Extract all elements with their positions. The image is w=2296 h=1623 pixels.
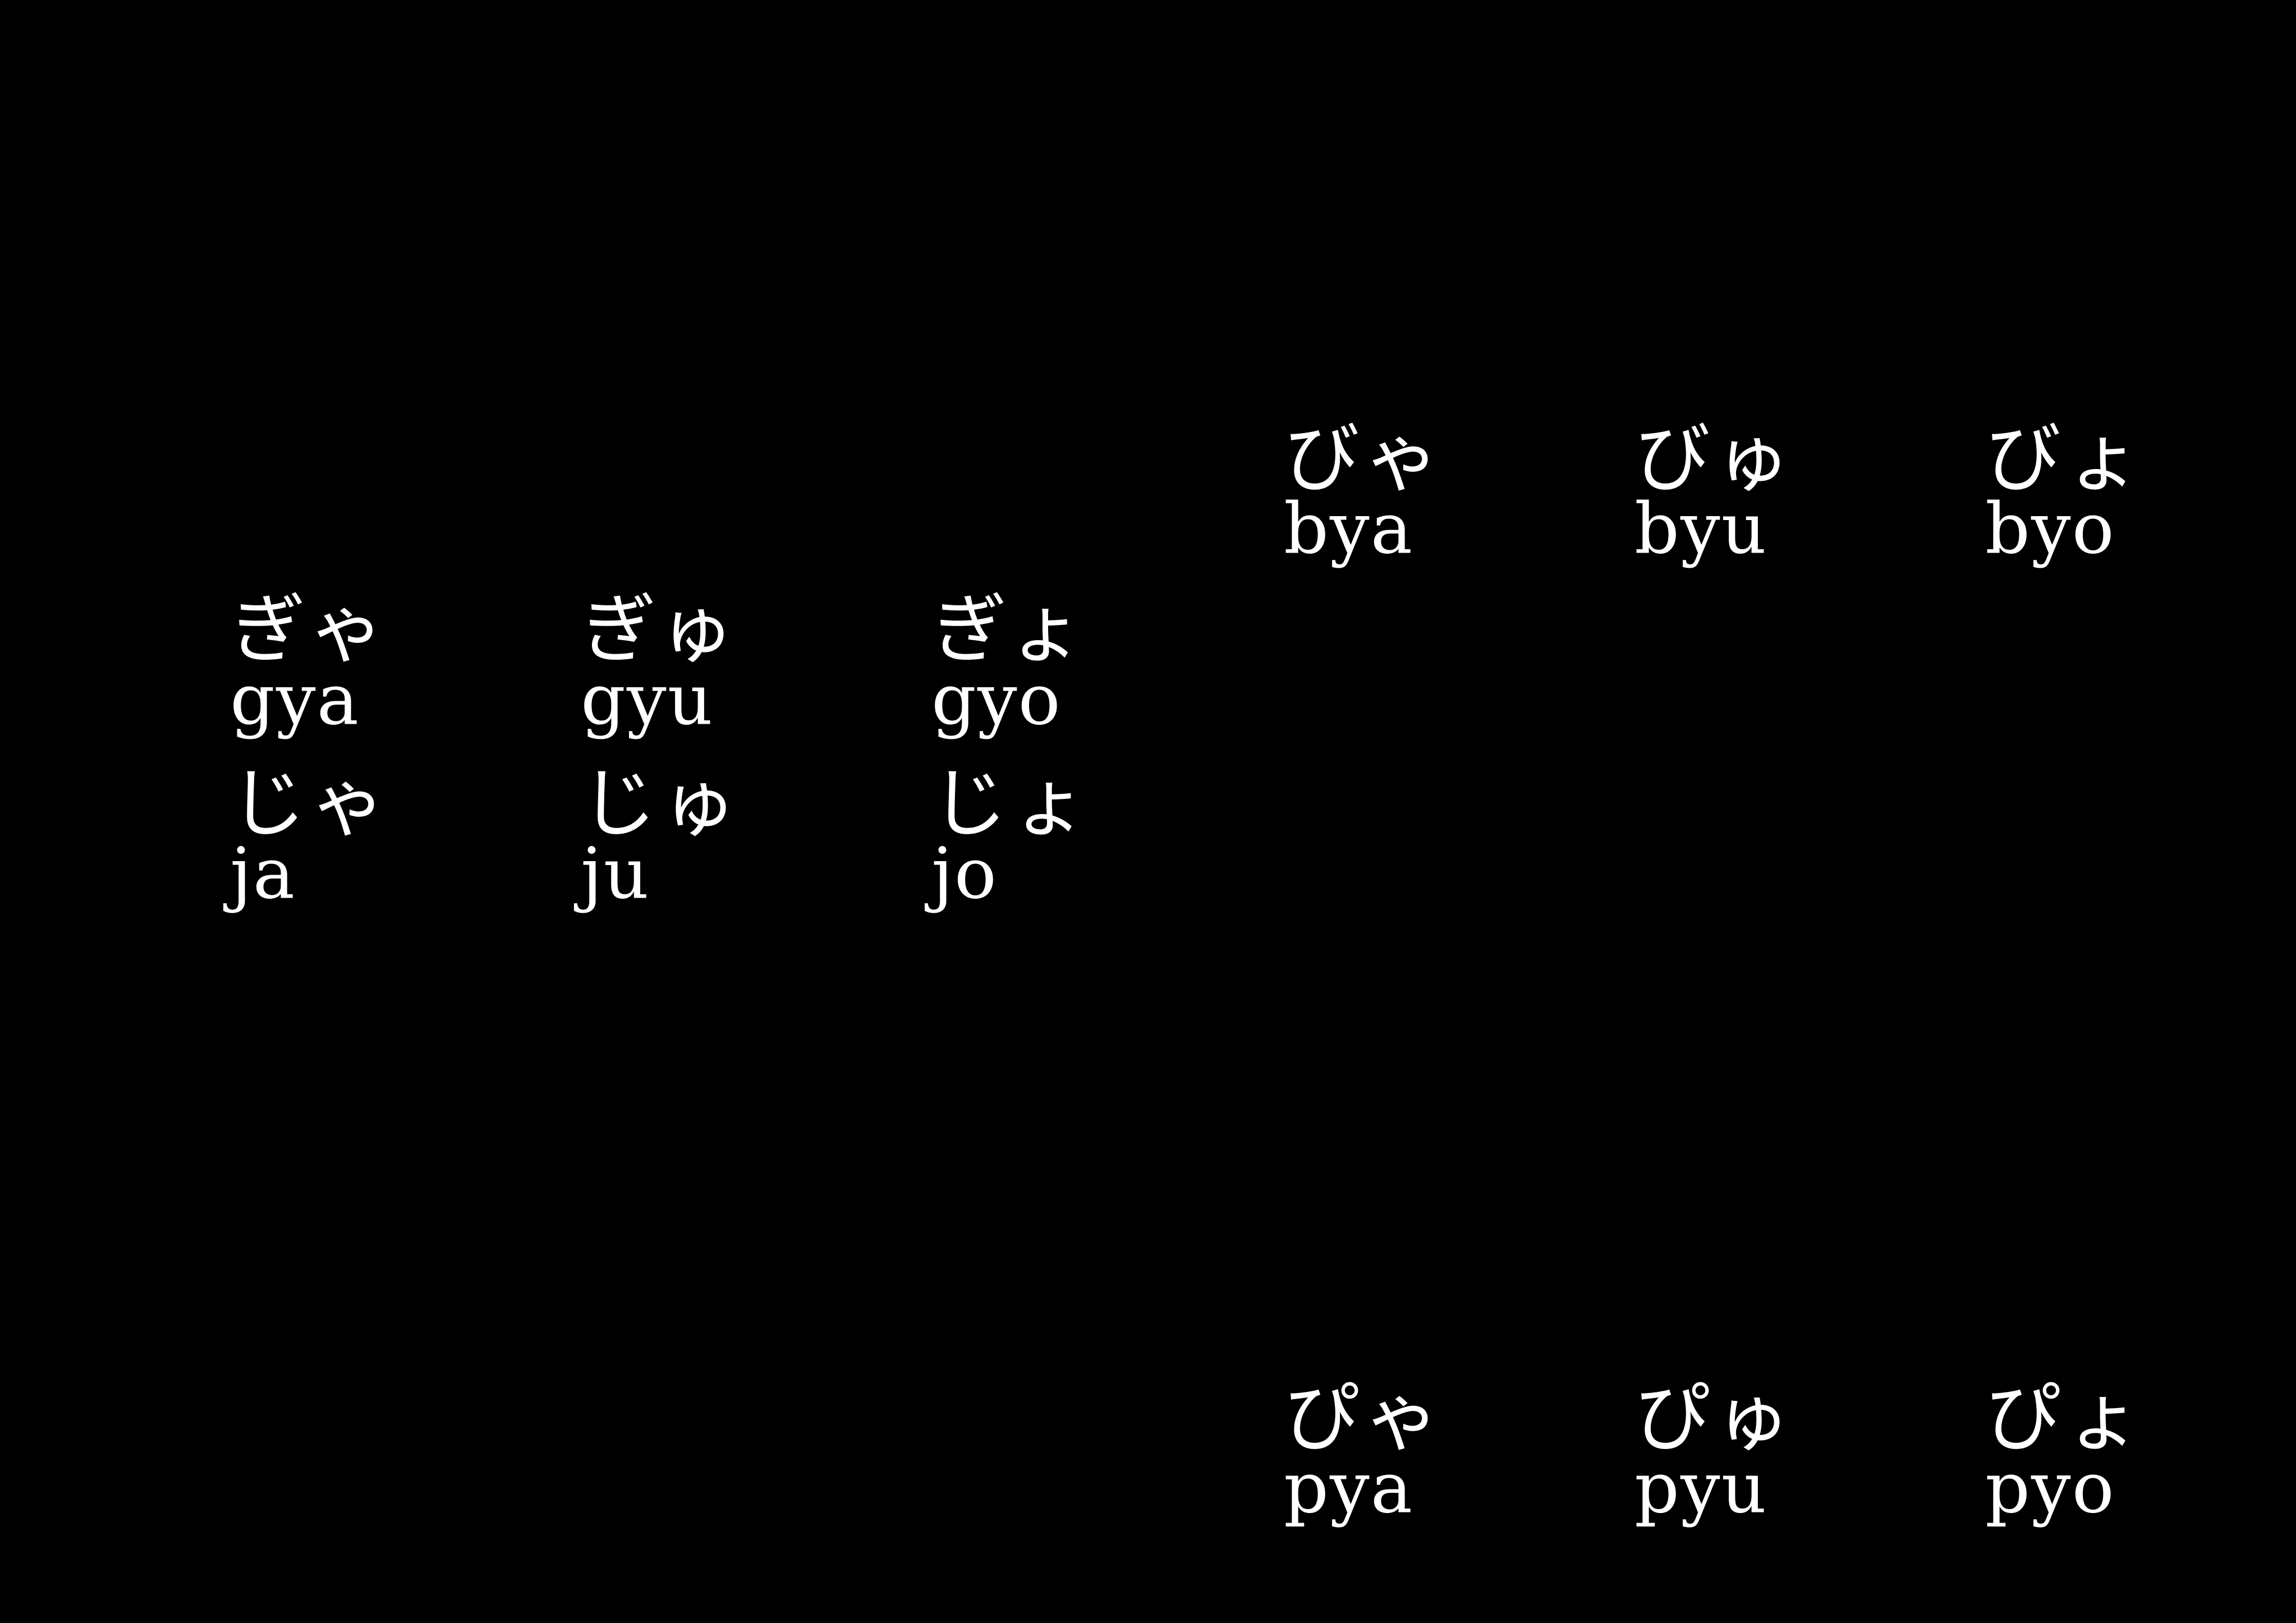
kana-cell-gyo: ぎょ gyo (931, 592, 1223, 760)
romaji-label: ju (581, 833, 650, 914)
romaji-label: pyu (1634, 1447, 1768, 1529)
romaji-label: jo (931, 833, 998, 914)
kana-cell-jo: じょ jo (931, 766, 1223, 934)
kana-glyph: ぴょ (1985, 1374, 2146, 1462)
kana-cell-byo: びょ byo (1985, 421, 2277, 589)
kana-glyph: ぎゃ (230, 586, 389, 674)
kana-glyph: ぎょ (931, 586, 1089, 674)
romaji-label: gyo (931, 659, 1062, 741)
romaji-label: gya (230, 659, 360, 741)
kana-glyph: じゅ (581, 760, 741, 848)
kana-cell-pyo: ぴょ pyo (1985, 1380, 2277, 1548)
romaji-label: bya (1284, 488, 1414, 569)
kana-cell-bya: びゃ bya (1284, 421, 1576, 589)
romaji-label: pyo (1985, 1447, 2115, 1529)
romaji-label: pya (1284, 1447, 1414, 1529)
kana-cell-pyu: ぴゅ pyu (1634, 1380, 1926, 1548)
romaji-label: byo (1985, 488, 2115, 569)
kana-cell-gya: ぎゃ gya (230, 592, 522, 760)
kana-cell-gyu: ぎゅ gyu (581, 592, 873, 760)
kana-glyph: じょ (931, 760, 1092, 848)
kana-glyph: ぴゃ (1284, 1374, 1444, 1462)
kana-glyph: じゃ (230, 760, 391, 848)
kana-glyph: びゅ (1634, 415, 1795, 503)
romaji-label: ja (230, 833, 296, 914)
kana-cell-byu: びゅ byu (1634, 421, 1926, 589)
romaji-label: gyu (581, 659, 714, 741)
kana-cell-pya: ぴゃ pya (1284, 1380, 1576, 1548)
kana-glyph: びゃ (1284, 415, 1444, 503)
kana-glyph: ぎゅ (581, 586, 739, 674)
kana-cell-ja: じゃ ja (230, 766, 522, 934)
kana-glyph: ぴゅ (1634, 1374, 1795, 1462)
kana-glyph: びょ (1985, 415, 2146, 503)
kana-cell-ju: じゅ ju (581, 766, 873, 934)
romaji-label: byu (1634, 488, 1768, 569)
